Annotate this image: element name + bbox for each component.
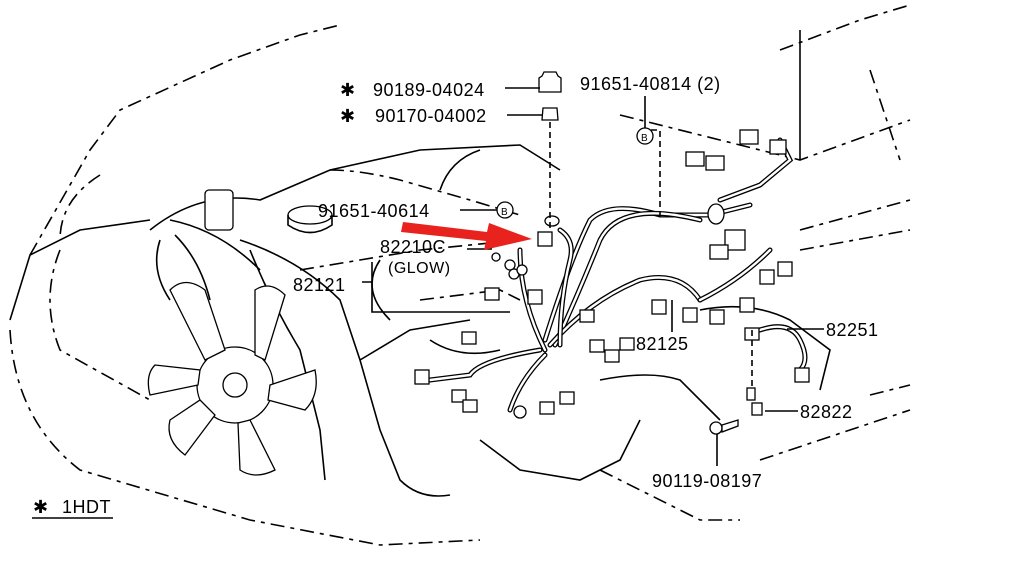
cooling-fan [147,281,317,476]
part-number-label: 90119-08197 [652,471,762,491]
part-note-label: (GLOW) [388,260,451,277]
leader-lines [362,87,824,466]
callout-labels: ✱ 90189-04024 ✱ 90170-04002 91651-40814 … [32,74,879,519]
wire-harness [414,129,810,419]
part-90189-icon [538,71,562,93]
part-number-label: 82121 [293,275,346,295]
part-number-label: 82822 [800,402,853,422]
svg-text:B: B [641,133,648,144]
part-number-label: 91651-40614 [318,201,430,221]
body-outline [9,4,911,546]
part-number-label: 91651-40814 (2) [580,74,721,94]
legend-marker: ✱ [33,497,49,517]
part-90170-icon [541,107,559,121]
part-number-label: 82125 [636,334,689,354]
legend-text: 1HDT [62,497,111,517]
part-number-label: 82251 [826,320,879,340]
screw-icon [709,419,739,435]
ebom-marker: ✱ [340,80,356,100]
red-arrow-indicator [401,222,532,250]
part-number-label: 82210C [380,237,446,257]
ebom-marker: ✱ [340,106,356,126]
part-number-label: 90189-04024 [373,80,485,100]
part-number-label: 90170-04002 [375,106,487,126]
svg-text:B: B [501,207,508,218]
